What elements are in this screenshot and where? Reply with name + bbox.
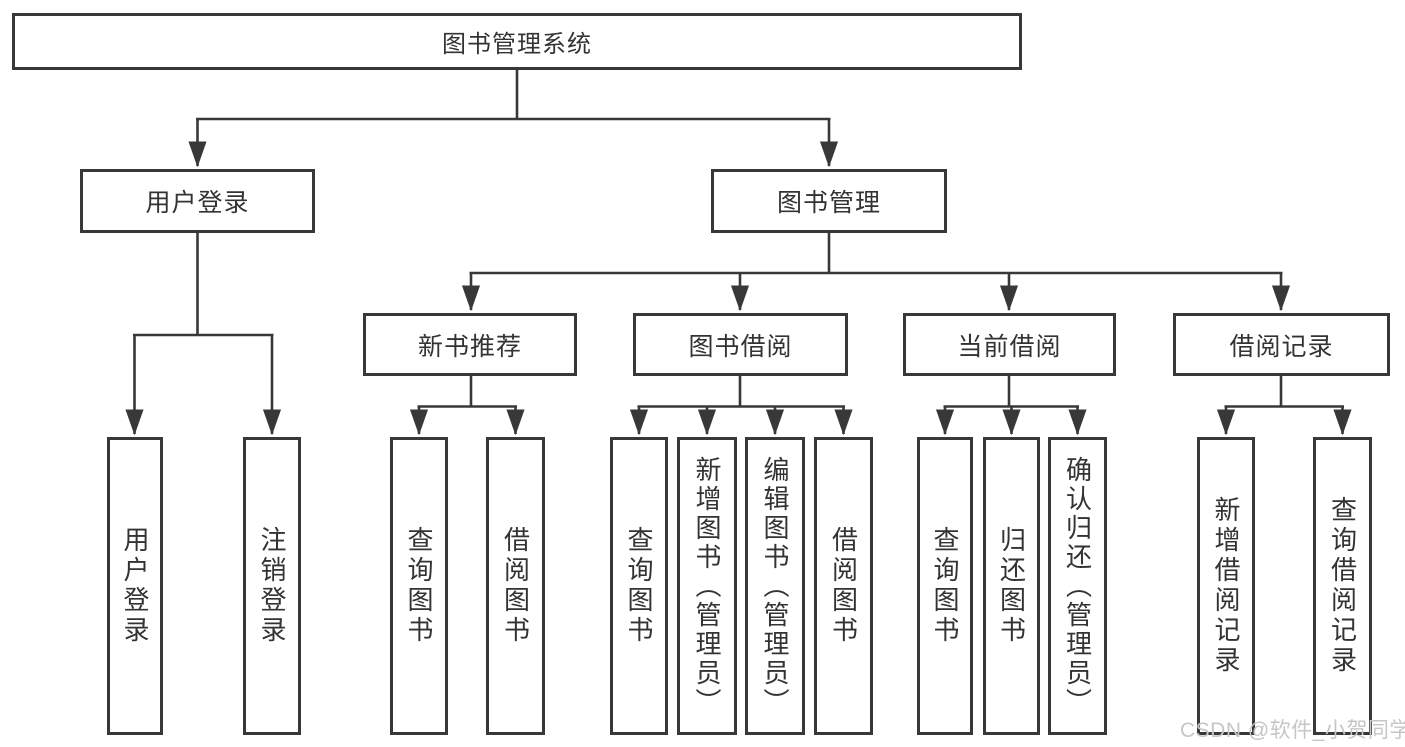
- node-library-system-label: 图书管理系统: [442, 31, 592, 58]
- node-query-book-recommend: 查询图书: [390, 437, 448, 735]
- node-return-book: 归还图书: [983, 437, 1040, 735]
- node-query-borrow-record-label: 查询借阅记录: [1327, 496, 1358, 676]
- node-query-book-current: 查询图书: [917, 437, 973, 735]
- node-new-book-recommend-label: 新书推荐: [417, 332, 522, 361]
- node-add-borrow-record: 新增借阅记录: [1197, 437, 1255, 735]
- node-book-borrowing: 图书借阅: [633, 313, 848, 376]
- node-add-book-admin-label: 新增图书（管理员）: [692, 455, 722, 717]
- node-user-login-leaf-label: 用户登录: [120, 526, 150, 646]
- node-confirm-return-admin: 确认归还（管理员）: [1048, 437, 1107, 735]
- csdn-watermark: CSDN @软件_小贺同学: [1180, 719, 1405, 742]
- node-borrowing-records-label: 借阅记录: [1229, 332, 1334, 361]
- node-return-book-label: 归还图书: [996, 526, 1027, 646]
- node-borrow-book-recommend: 借阅图书: [486, 437, 545, 735]
- node-book-borrowing-label: 图书借阅: [688, 332, 793, 361]
- node-logout-leaf: 注销登录: [243, 437, 301, 735]
- node-query-book-borrowing-label: 查询图书: [624, 526, 654, 646]
- node-borrow-book-leaf-label: 借阅图书: [828, 526, 859, 646]
- node-current-borrowing: 当前借阅: [903, 313, 1116, 376]
- node-library-system: 图书管理系统: [12, 13, 1022, 70]
- node-edit-book-admin: 编辑图书（管理员）: [745, 437, 805, 735]
- node-edit-book-admin-label: 编辑图书（管理员）: [760, 455, 790, 717]
- node-borrow-book-leaf: 借阅图书: [814, 437, 873, 735]
- connector-book-borrow-children: [629, 376, 853, 436]
- node-new-book-recommend: 新书推荐: [363, 313, 577, 376]
- node-confirm-return-admin-label: 确认归还（管理员）: [1062, 455, 1093, 717]
- node-logout-leaf-label: 注销登录: [257, 526, 287, 646]
- node-book-management: 图书管理: [711, 169, 947, 233]
- connector-borrow-record-children: [1216, 376, 1352, 436]
- node-query-borrow-record: 查询借阅记录: [1313, 437, 1372, 735]
- node-query-book-borrowing: 查询图书: [610, 437, 668, 735]
- node-query-book-recommend-label: 查询图书: [404, 526, 434, 646]
- node-user-login-leaf: 用户登录: [107, 437, 163, 735]
- node-user-login: 用户登录: [80, 169, 315, 233]
- node-book-management-label: 图书管理: [776, 189, 881, 217]
- connector-root-to-level2: [188, 70, 839, 168]
- node-query-book-current-label: 查询图书: [930, 526, 960, 646]
- connector-new-book-children: [409, 376, 525, 436]
- node-add-borrow-record-label: 新增借阅记录: [1211, 496, 1241, 676]
- node-add-book-admin: 新增图书（管理员）: [677, 437, 737, 735]
- connector-current-borrow-children: [935, 376, 1087, 436]
- node-user-login-label: 用户登录: [145, 189, 250, 217]
- node-borrowing-records: 借阅记录: [1173, 313, 1390, 376]
- node-borrow-book-recommend-label: 借阅图书: [500, 526, 531, 646]
- connector-book-management-children: [461, 233, 1291, 312]
- connector-user-login-children: [125, 233, 282, 436]
- node-current-borrowing-label: 当前借阅: [957, 332, 1062, 361]
